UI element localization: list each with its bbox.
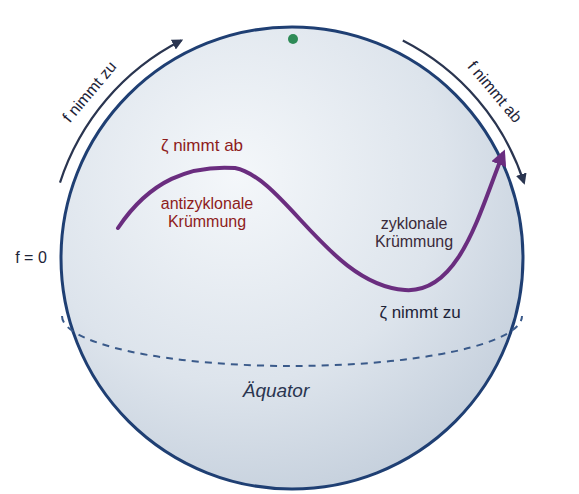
coriolis-arrow [60, 41, 181, 183]
vorticity-label: ζ nimmt ab [161, 136, 243, 156]
coriolis-label: f nimmt ab [463, 57, 525, 126]
vorticity-label: ζ nimmt zu [379, 303, 460, 323]
curvature-label: zyklonale Krümmung [369, 215, 459, 252]
curvature-label: antizyklonale Krümmung [157, 195, 257, 232]
flow-trajectory [118, 154, 503, 290]
globe-outline [61, 27, 523, 489]
pole-dot [288, 34, 298, 44]
coriolis-label: f = 0 [15, 249, 47, 267]
coriolis-label: f nimmt zu [59, 58, 121, 126]
equator-line [62, 316, 522, 366]
equator-label: Äquator [243, 380, 310, 402]
